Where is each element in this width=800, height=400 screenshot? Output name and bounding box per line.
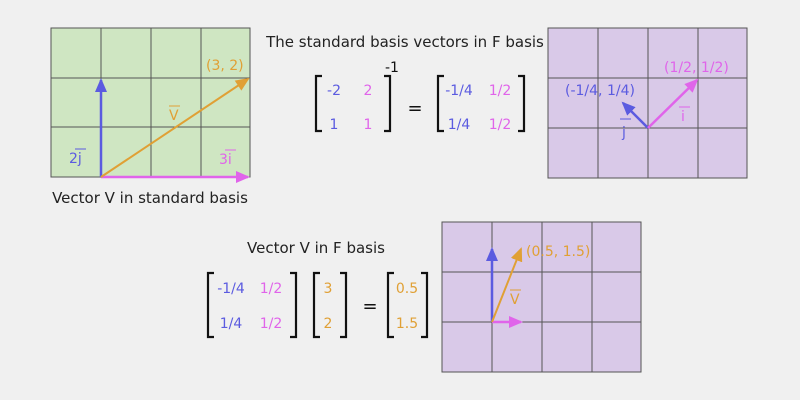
f-i-label: i (681, 109, 685, 125)
v-arrow (100, 77, 250, 178)
f-v-arrow (491, 247, 523, 323)
matrix-entry: -2 (327, 83, 341, 99)
f-basis-vectors-grid: (1/2, 1/2) (-1/4, 1/4) j i (547, 27, 748, 179)
matrix-entry: -1/4 (445, 83, 473, 99)
standard-basis-caption: Vector V in standard basis (52, 189, 248, 207)
f-equation-title: Vector V in F basis (247, 239, 385, 257)
v-coords-label: (3, 2) (206, 58, 244, 74)
v-vector: 3 2 (312, 271, 348, 339)
f-i-arrow (647, 78, 699, 129)
vector-entry: 3 (324, 281, 333, 297)
equals-sign: = (362, 296, 377, 317)
matrix-entry: 2 (364, 83, 373, 99)
f-j-arrow (621, 101, 649, 129)
f-v-label: V (510, 292, 520, 308)
f-i-coords: (1/2, 1/2) (664, 60, 729, 76)
inverse-title: The standard basis vectors in F basis (265, 33, 544, 51)
equals-sign: = (407, 98, 422, 119)
v-label: V (169, 108, 179, 124)
f-basis-grid: (0.5, 1.5) V (441, 221, 642, 373)
j-label: 2j (69, 151, 82, 167)
matrix-entry: 1/2 (489, 117, 512, 133)
matrix-entry: 1/4 (448, 117, 471, 133)
matrix-entry: 1/2 (260, 281, 283, 297)
standard-basis-grid: (3, 2) V 2j 3i (50, 27, 251, 183)
matrix-entry: 1/4 (220, 316, 243, 332)
f-j-label: j (621, 125, 626, 141)
matrix-entry: 1/2 (260, 316, 283, 332)
f-matrix: -1/4 1/2 1/4 1/2 (206, 271, 298, 339)
matrix-entry: -1/4 (217, 281, 245, 297)
result-vector: 0.5 1.5 (386, 271, 429, 339)
i-label: 3i (219, 152, 232, 168)
inverse-exponent: -1 (385, 60, 399, 76)
matrix-entry: 1/2 (489, 83, 512, 99)
vector-entry: 2 (324, 316, 333, 332)
inverse-matrix: -2 2 1 1 -1 (314, 60, 399, 133)
vector-entry: 0.5 (396, 281, 418, 297)
f-v-coords: (0.5, 1.5) (526, 244, 590, 260)
matrix-entry: 1 (330, 117, 339, 133)
f-j-coords: (-1/4, 1/4) (565, 83, 635, 99)
vector-entry: 1.5 (396, 316, 418, 332)
matrix-entry: 1 (364, 117, 373, 133)
inverse-result-matrix: -1/4 1/2 1/4 1/2 (436, 74, 526, 133)
